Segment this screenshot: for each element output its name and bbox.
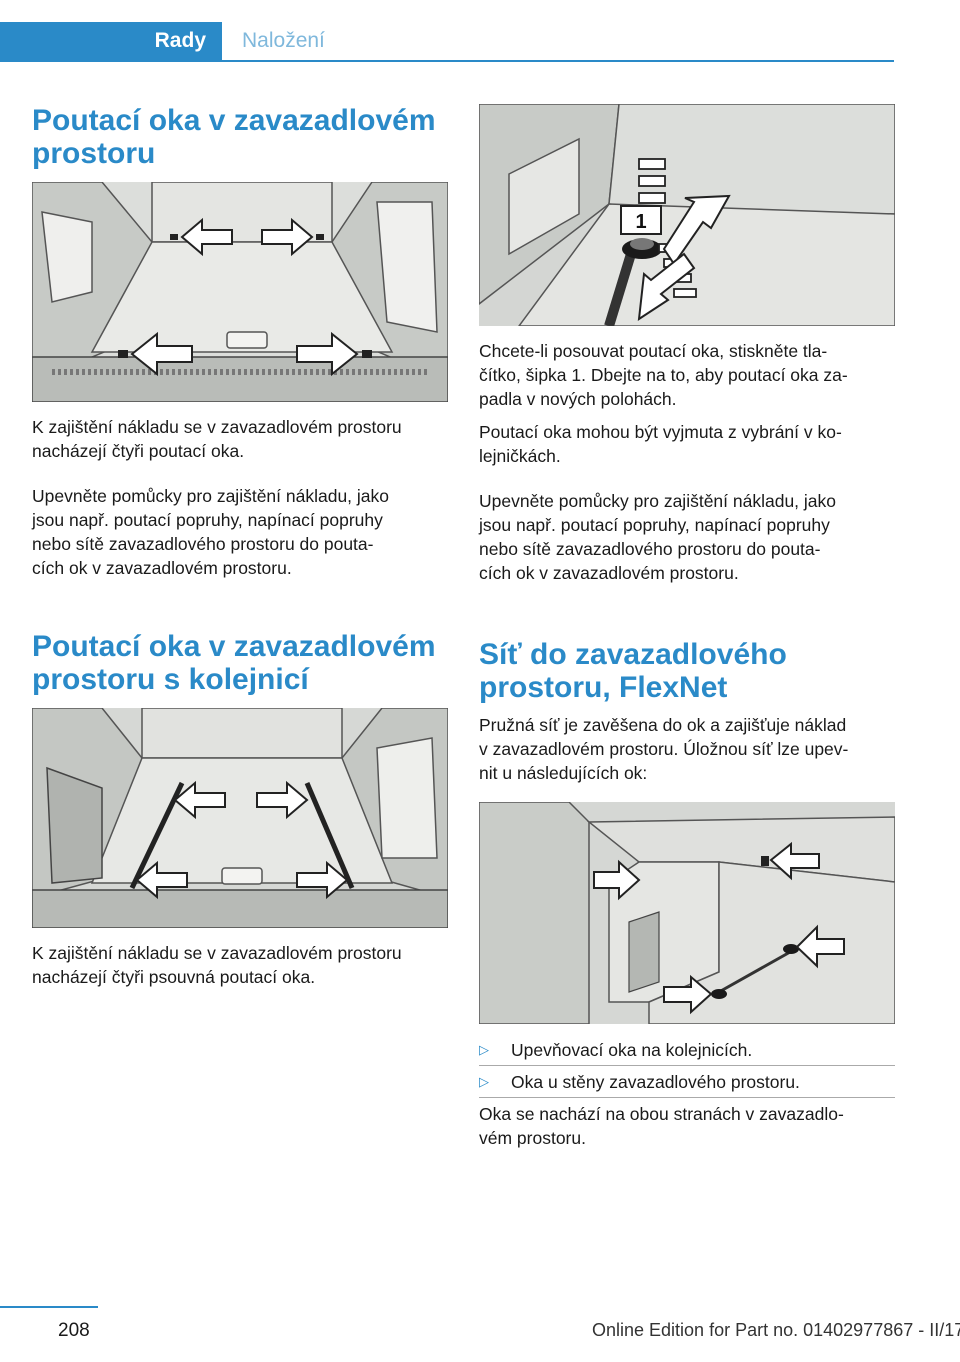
paragraph: K zajištění nákladu se v zavazadlovém pr… xyxy=(32,417,402,461)
paragraph: Oka se nachází na obou stranách v zavaza… xyxy=(479,1104,844,1148)
tab-rady[interactable]: Rady xyxy=(0,22,222,62)
heading-flexnet: Síť do zavazadlového prostoru, FlexNet xyxy=(479,638,895,704)
paragraph: Upevněte pomůcky pro zajištění nákladu, … xyxy=(32,486,390,578)
list-item: ▷ Oka u stěny zavazadlového prostoru. xyxy=(479,1070,895,1094)
divider xyxy=(479,1065,895,1066)
header-rule xyxy=(222,60,894,62)
footer-rule xyxy=(0,1306,98,1308)
cargo-area-rail-photo xyxy=(32,708,448,928)
list-item: ▷ Upevňovací oka na kolejnicích. xyxy=(479,1038,895,1062)
callout-1-label: 1 xyxy=(635,211,646,233)
tab-nalozeni-label: Naložení xyxy=(242,29,325,52)
bullet-triangle-icon: ▷ xyxy=(479,1074,489,1089)
heading-tie-down-eyes: Poutací oka v zavazadlovém prostoru xyxy=(32,104,448,170)
heading-line: prostoru, FlexNet xyxy=(479,671,728,704)
paragraph: K zajištění nákladu se v zavazadlovém pr… xyxy=(32,943,402,987)
rail-detail-photo: 1 xyxy=(479,104,895,326)
heading-line: Poutací oka v zavazadlovém xyxy=(32,104,436,137)
heading-line: Poutací oka v zavazadlovém xyxy=(32,630,436,663)
list-item-text: Oka u stěny zavazadlového prostoru. xyxy=(511,1072,800,1092)
paragraph: Chcete-li posouvat poutací oka, stisknět… xyxy=(479,341,848,409)
heading-tie-down-eyes-rail: Poutací oka v zavazadlovém prostoru s ko… xyxy=(32,630,448,696)
heading-line: prostoru s kolejnicí xyxy=(32,663,309,696)
paragraph: Poutací oka mohou být vyjmuta z vybrání … xyxy=(479,422,842,466)
flexnet-photo xyxy=(479,802,895,1024)
page-number: 208 xyxy=(58,1320,90,1341)
list-item-text: Upevňovací oka na kolejnicích. xyxy=(511,1040,753,1060)
paragraph: Upevněte pomůcky pro zajištění nákladu, … xyxy=(479,491,837,583)
divider xyxy=(479,1097,895,1098)
paragraph: Pružná síť je zavěšena do ok a zajišťuje… xyxy=(479,715,849,783)
tab-rady-label: Rady xyxy=(154,29,206,52)
heading-line: Síť do zavazadlového xyxy=(479,638,787,671)
bullet-triangle-icon: ▷ xyxy=(479,1042,489,1057)
cargo-area-photo xyxy=(32,182,448,402)
heading-line: prostoru xyxy=(32,137,156,170)
edition-note: Online Edition for Part no. 01402977867 … xyxy=(592,1320,960,1340)
